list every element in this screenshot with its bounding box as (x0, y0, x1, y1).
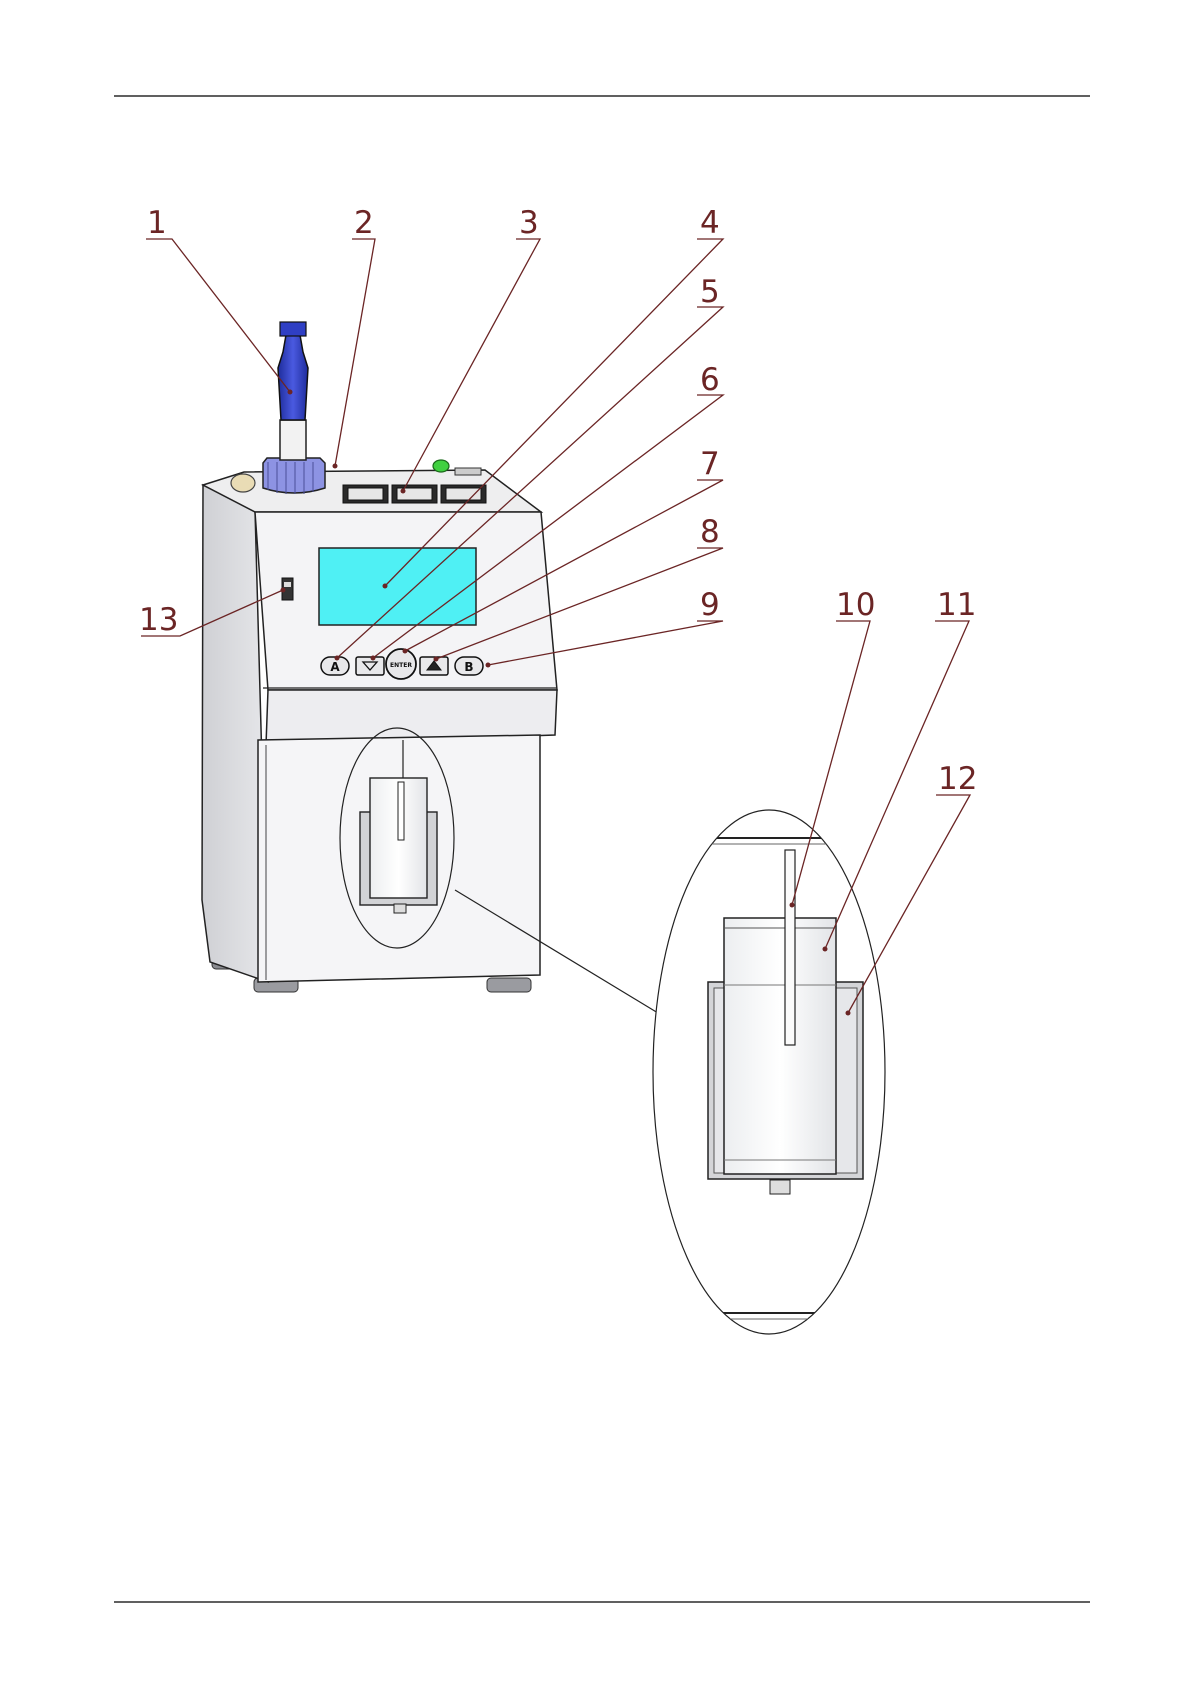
display-screen (319, 548, 476, 625)
bottle-neck (280, 420, 306, 460)
callout-5: 5 (700, 274, 720, 310)
power-button[interactable] (433, 460, 449, 472)
beaker-large (724, 918, 836, 1174)
analyzer-device: A ENTER B (202, 322, 557, 992)
top-slots (343, 485, 486, 503)
bottle-cap (263, 458, 325, 493)
key-enter-label: ENTER (390, 662, 412, 669)
callout-13: 13 (139, 602, 178, 638)
reagent-bottle (263, 322, 325, 494)
probe-large (785, 850, 795, 1045)
callout-4: 4 (700, 205, 720, 241)
callout-6: 6 (700, 362, 720, 398)
callout-1: 1 (147, 205, 167, 241)
foot-right (487, 978, 531, 992)
callout-8: 8 (700, 514, 720, 550)
callout-7: 7 (700, 446, 720, 482)
bottle-nozzle (278, 335, 308, 420)
key-down[interactable] (356, 657, 384, 675)
callout-9: 9 (700, 587, 720, 623)
callout-2: 2 (354, 205, 374, 241)
callout-11: 11 (937, 587, 976, 623)
callout-12: 12 (938, 761, 977, 797)
callout-10: 10 (836, 587, 875, 623)
key-b-label: B (464, 660, 473, 674)
zoom-detail (640, 810, 900, 1334)
callout-3: 3 (519, 205, 539, 241)
key-a-label: A (330, 660, 340, 674)
tube-fitting (231, 474, 255, 492)
